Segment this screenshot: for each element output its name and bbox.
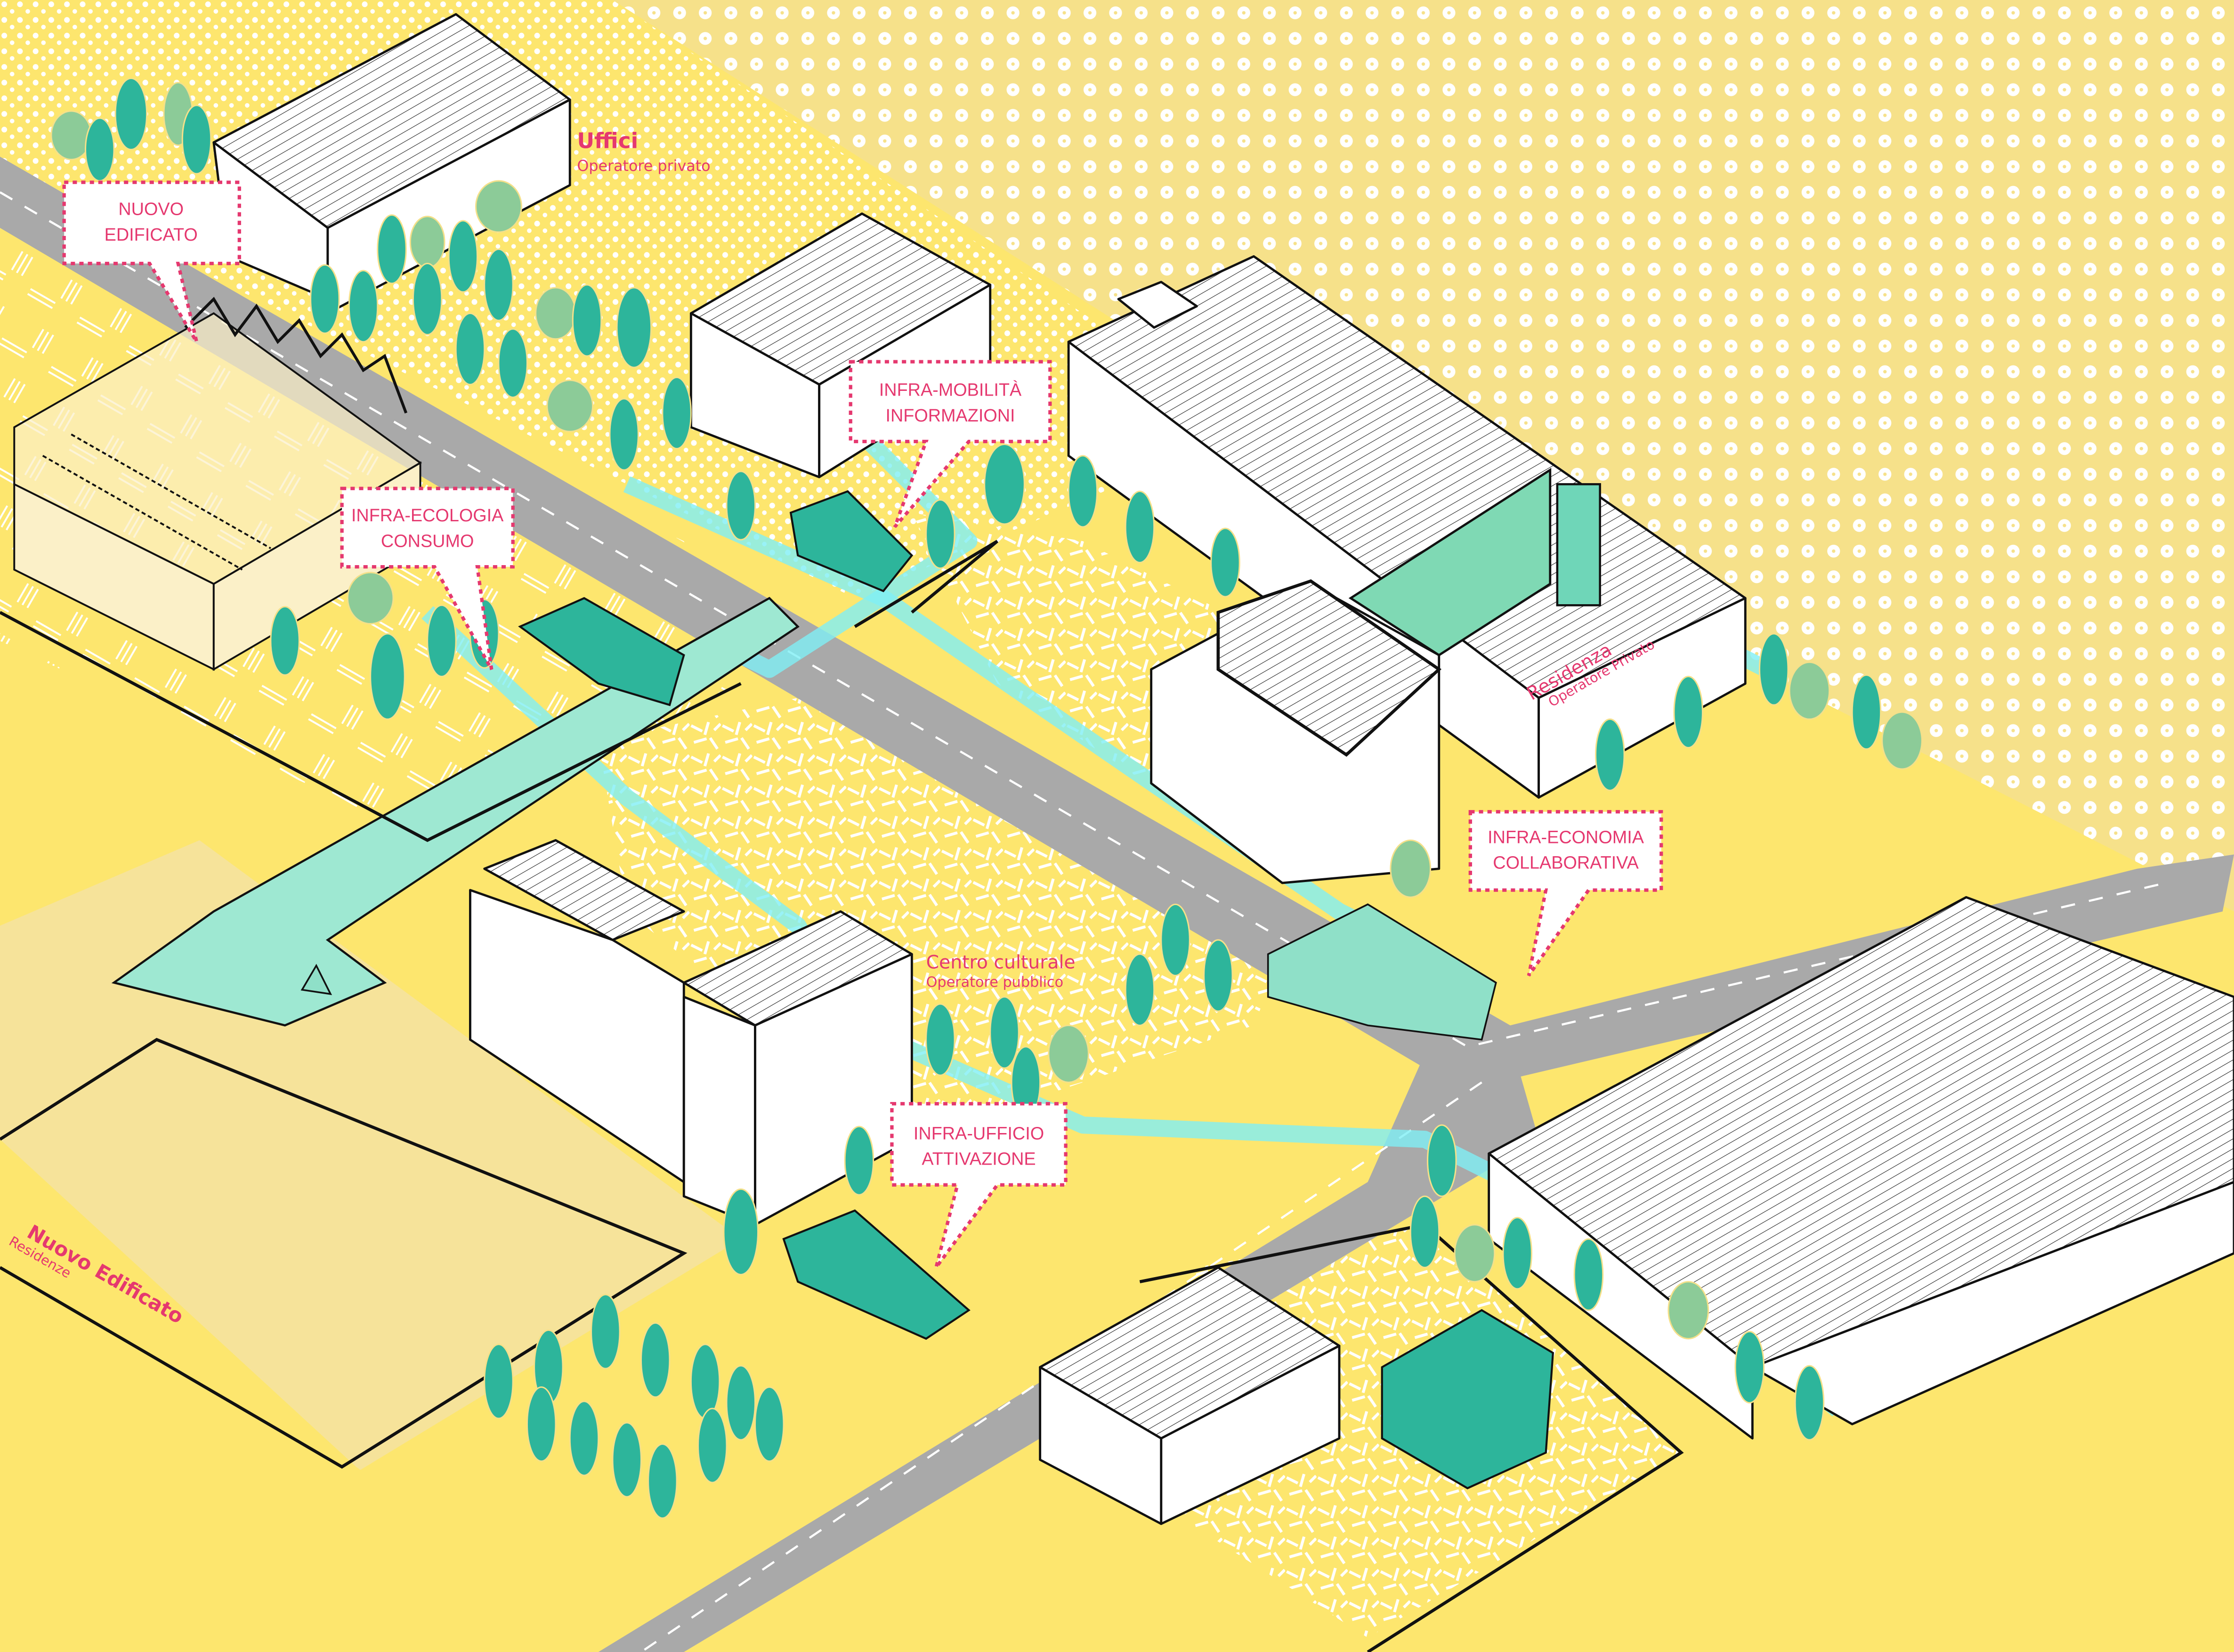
- callout-line1: INFRA-MOBILITÀ: [879, 381, 1022, 400]
- callout-line1: INFRA-ECONOMIA: [1488, 827, 1644, 847]
- factory-residenza: [1067, 255, 1747, 884]
- callout-line1: INFRA-UFFICIO: [914, 1124, 1044, 1143]
- label-centro-culturale: Centro culturale Operatore pubblico: [926, 952, 1076, 990]
- label-centro-subtitle: Operatore pubblico: [926, 974, 1064, 991]
- lower-yellow-field: [0, 1139, 613, 1652]
- trees: [50, 77, 1923, 1519]
- green-modules: [300, 490, 1554, 1490]
- lot-outline-south: [1139, 1223, 1684, 1652]
- callout-line2: INFORMAZIONI: [885, 406, 1015, 426]
- callout-infra-mobilita: INFRA-MOBILITÀ INFORMAZIONI: [849, 360, 1052, 528]
- callout-infra-ufficio: INFRA-UFFICIO ATTIVAZIONE: [890, 1102, 1068, 1269]
- scaffold-tower: [1556, 483, 1601, 607]
- callout-infra-ecologia: INFRA-ECOLOGIA CONSUMO: [340, 486, 515, 671]
- cyan-walkway: [111, 597, 800, 1027]
- warehouse-east: [1488, 896, 2234, 1440]
- dashed-field-center: [598, 697, 1282, 1140]
- label-centro-title: Centro culturale: [926, 952, 1076, 973]
- south-road: [598, 1039, 1539, 1652]
- callout-line2: CONSUMO: [381, 531, 474, 551]
- lot-outline-southwest: [0, 1037, 688, 1469]
- cultural-center: [469, 839, 913, 1226]
- label-uffici-title: Uffici: [577, 129, 638, 154]
- callout-infra-economia: INFRA-ECONOMIA COLLABORATIVA: [1468, 810, 1663, 977]
- lot-outline-west: [0, 611, 742, 842]
- callout-line2: COLLABORATIVA: [1493, 853, 1639, 873]
- house-south: [1039, 1266, 1341, 1525]
- callout-nuovo-edificato: NUOVO EDIFICATO: [62, 180, 241, 343]
- callout-line1: INFRA-ECOLOGIA: [351, 506, 504, 526]
- callout-line2: EDIFICATO: [105, 225, 198, 245]
- callout-line2: ATTIVAZIONE: [922, 1150, 1036, 1169]
- callout-line1: NUOVO: [118, 200, 184, 219]
- lot-outline-center: [854, 540, 998, 628]
- label-uffici-subtitle: Operatore privato: [577, 158, 710, 175]
- label-uffici: Uffici Operatore privato: [577, 129, 710, 175]
